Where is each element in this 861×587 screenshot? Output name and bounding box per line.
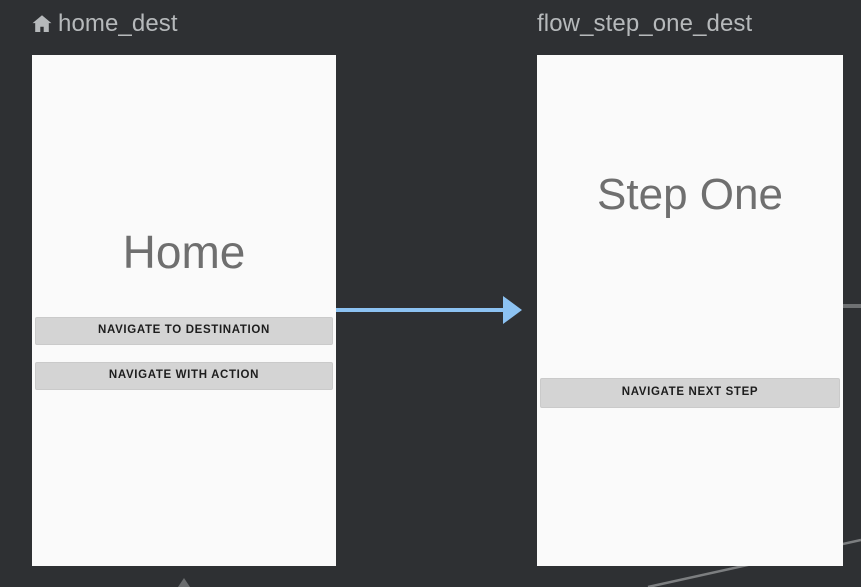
screen-title-step-one: Step One — [597, 170, 783, 219]
destination-label-text: home_dest — [58, 10, 178, 37]
home-icon-glyph — [32, 15, 52, 32]
destination-label-text: flow_step_one_dest — [537, 10, 753, 37]
destination-label-flow-step-one-dest[interactable]: flow_step_one_dest — [537, 12, 752, 36]
navigate-to-destination-button[interactable]: NAVIGATE TO DESTINATION — [35, 317, 333, 345]
connector-incoming-to-home — [178, 578, 190, 587]
destination-card-home-dest[interactable]: Home NAVIGATE TO DESTINATION NAVIGATE WI… — [32, 55, 336, 566]
home-icon — [30, 12, 54, 36]
destination-label-home-dest[interactable]: home_dest — [30, 12, 178, 36]
destination-card-flow-step-one-dest[interactable]: Step One NAVIGATE NEXT STEP — [537, 55, 843, 566]
navigate-next-step-button[interactable]: NAVIGATE NEXT STEP — [540, 378, 840, 408]
screen-title-home: Home — [122, 226, 246, 278]
navigate-with-action-button[interactable]: NAVIGATE WITH ACTION — [35, 362, 333, 390]
connector-home-to-flow-step-one — [336, 296, 522, 324]
